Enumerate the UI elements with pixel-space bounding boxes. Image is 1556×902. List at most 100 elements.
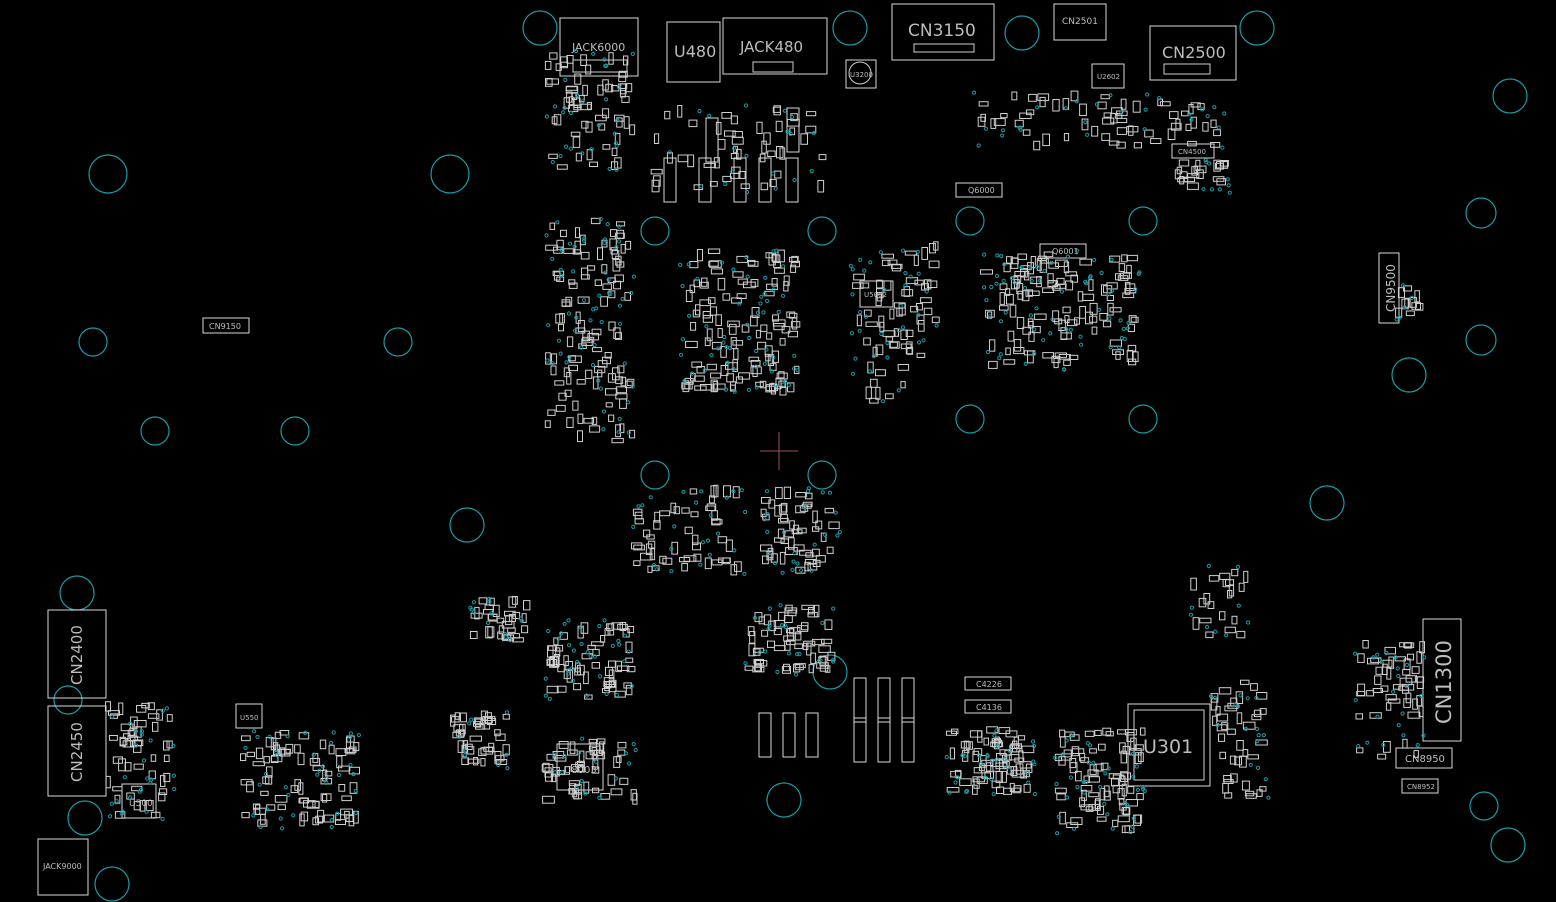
via (771, 249, 776, 254)
via (770, 171, 776, 176)
part-cn3150[interactable]: CN3150 (891, 3, 995, 61)
smd-pad (1205, 631, 1214, 639)
smd-pad (1130, 737, 1137, 751)
smd-pad (740, 183, 750, 189)
via (585, 650, 590, 655)
via (618, 321, 623, 326)
via (1395, 666, 1400, 671)
part-jack480[interactable]: JACK480 (722, 17, 828, 75)
via (1068, 327, 1074, 332)
smd-pad (135, 726, 142, 738)
via (744, 103, 749, 108)
part-cn1300[interactable]: CN1300 (1422, 618, 1462, 742)
smd-pad (773, 645, 786, 652)
smd-pad (788, 312, 798, 319)
smd-pad (1216, 178, 1227, 186)
part-u550[interactable]: U550 (235, 703, 263, 729)
smd-pad (1117, 815, 1130, 823)
part-jack9000[interactable]: JACK9000 (37, 838, 89, 896)
resistor-part (805, 712, 819, 758)
smd-pad (763, 132, 771, 145)
smd-pad (1123, 807, 1131, 816)
smd-pad (634, 518, 644, 525)
part-u301[interactable]: U301 (1127, 703, 1211, 787)
part-cn2450[interactable]: CN2450 (47, 705, 107, 797)
smd-pad (616, 117, 623, 128)
smd-pad (994, 736, 1000, 746)
part-cn2500[interactable]: CN2500 (1149, 25, 1237, 81)
smd-pad (878, 315, 885, 328)
smd-pad (820, 532, 827, 542)
smd-pad (271, 755, 283, 763)
smd-pad (1251, 714, 1262, 721)
smd-pad (804, 492, 813, 500)
part-cn9150[interactable]: CN9150 (202, 317, 250, 334)
part-q6000[interactable]: Q6000 (955, 182, 1003, 198)
smd-pad (349, 782, 358, 794)
smd-pad (548, 153, 558, 159)
smd-pad (736, 148, 742, 160)
smd-pad (1097, 101, 1107, 110)
via (1074, 248, 1080, 253)
smd-pad (757, 341, 767, 350)
smd-pad (914, 279, 924, 286)
smd-pad (1127, 254, 1138, 262)
smd-pad (163, 754, 170, 763)
via (1201, 187, 1206, 192)
smd-pad (1192, 617, 1200, 630)
via (1017, 125, 1022, 130)
part-u500[interactable]: U500 (121, 783, 157, 819)
smd-pad (891, 264, 902, 272)
via (353, 788, 358, 794)
smd-pad (120, 723, 134, 732)
smd-pad (824, 619, 833, 630)
smd-pad (1091, 125, 1099, 137)
smd-pad (605, 402, 613, 408)
smd-pad (1089, 748, 1097, 754)
crosshair-cursor-icon (760, 432, 798, 470)
via (862, 268, 867, 273)
smd-pad (1058, 354, 1071, 360)
via (496, 762, 501, 768)
part-cn4500[interactable]: CN4500 (1171, 143, 1215, 159)
smd-pad (298, 797, 309, 804)
part-c4226[interactable]: C4226 (964, 676, 1012, 691)
part-cn8952[interactable]: CN8952 (1401, 778, 1439, 794)
via (172, 786, 177, 792)
via (758, 301, 763, 306)
part-u2602[interactable]: U2602 (1091, 63, 1125, 89)
part-u480[interactable]: U480 (666, 21, 721, 83)
smd-pad (592, 347, 603, 353)
via (1371, 655, 1376, 660)
via (545, 358, 550, 363)
smd-pad (684, 526, 693, 535)
smd-pad (1102, 117, 1115, 125)
part-cn2501[interactable]: CN2501 (1053, 3, 1107, 41)
part-u3200[interactable]: U3200 (845, 59, 877, 89)
smd-pad (563, 248, 575, 254)
smd-pad (724, 130, 736, 137)
part-q6001[interactable]: Q6001 (1039, 243, 1087, 259)
part-cn8950[interactable]: CN8950 (1395, 747, 1453, 769)
smd-pad (734, 561, 742, 572)
part-jack6000[interactable]: JACK6000 (559, 17, 639, 77)
via (719, 260, 725, 265)
via (626, 649, 631, 654)
smd-pad (821, 638, 833, 644)
via (1400, 711, 1405, 716)
part-cn2400[interactable]: CN2400 (47, 609, 107, 699)
smd-pad (1122, 292, 1135, 299)
smd-pad (252, 761, 265, 767)
part-c4136[interactable]: C4136 (964, 699, 1012, 714)
smd-pad (615, 332, 622, 340)
smd-pad (972, 784, 978, 795)
via (833, 510, 838, 515)
smd-pad (306, 801, 320, 809)
smd-pad (335, 748, 347, 757)
smd-pad (747, 626, 755, 637)
smd-pad (545, 244, 558, 251)
smd-pad (554, 755, 567, 762)
smd-pad (1198, 597, 1207, 608)
smd-pad (1413, 750, 1419, 758)
